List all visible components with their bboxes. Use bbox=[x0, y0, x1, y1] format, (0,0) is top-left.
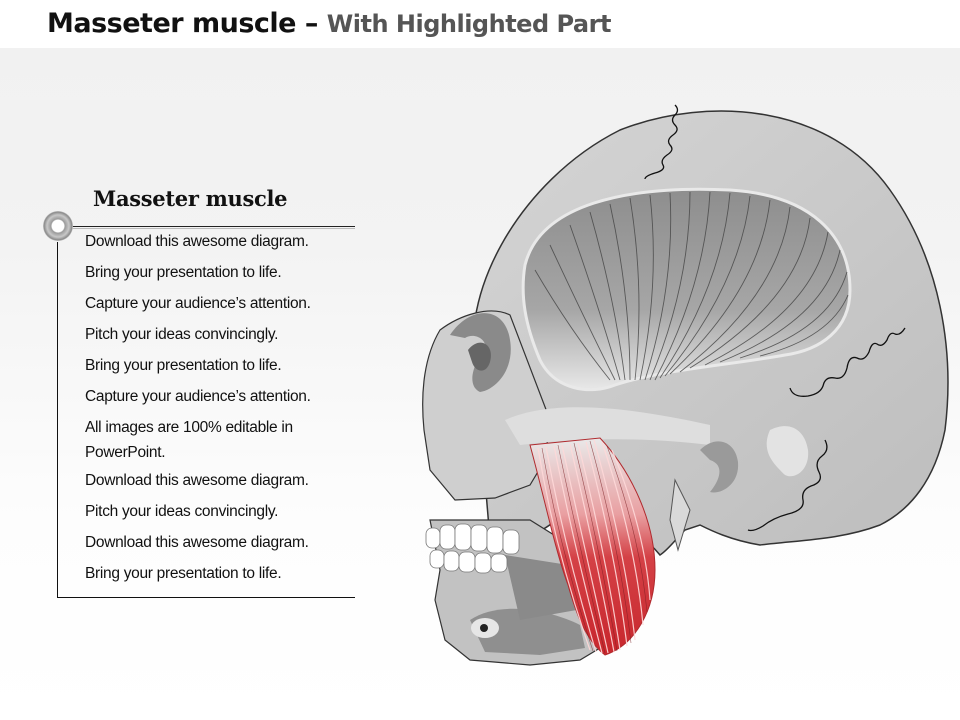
bracket-horizontal-line bbox=[57, 597, 355, 598]
page-title: Masseter muscle – With Highlighted Part bbox=[47, 8, 611, 39]
list-item: Pitch your ideas convincingly. bbox=[85, 503, 279, 520]
skull-illustration bbox=[422, 104, 949, 666]
title-sub: With Highlighted Part bbox=[326, 10, 612, 38]
list-item: Capture your audience’s attention. bbox=[85, 295, 311, 312]
list-item: Bring your presentation to life. bbox=[85, 357, 282, 374]
list-item: Pitch your ideas convincingly. bbox=[85, 326, 279, 343]
temporalis-muscle bbox=[521, 187, 852, 392]
panel-heading: Masseter muscle bbox=[93, 186, 288, 211]
list-item: Capture your audience’s attention. bbox=[85, 388, 311, 405]
eye-orbit bbox=[450, 313, 511, 392]
list-item: Download this awesome diagram. bbox=[85, 534, 309, 551]
cranial-sutures bbox=[644, 104, 906, 532]
header: Masseter muscle – With Highlighted Part bbox=[0, 0, 960, 48]
teeth bbox=[425, 523, 520, 574]
list-item: All images are 100% editable in PowerPoi… bbox=[85, 419, 293, 461]
ring-bullet-icon bbox=[43, 211, 73, 241]
bracket-vertical-line bbox=[57, 242, 58, 598]
masseter-muscle-highlighted bbox=[529, 437, 656, 656]
list-item: Download this awesome diagram. bbox=[85, 472, 309, 489]
zygomatic-and-ear bbox=[505, 407, 809, 552]
list-item: Bring your presentation to life. bbox=[85, 264, 282, 281]
heading-divider bbox=[60, 226, 355, 229]
description-list: Download this awesome diagram. Bring you… bbox=[85, 232, 365, 595]
title-main: Masseter muscle – bbox=[47, 8, 318, 39]
list-item: Bring your presentation to life. bbox=[85, 565, 282, 582]
list-item: Download this awesome diagram. bbox=[85, 233, 309, 250]
